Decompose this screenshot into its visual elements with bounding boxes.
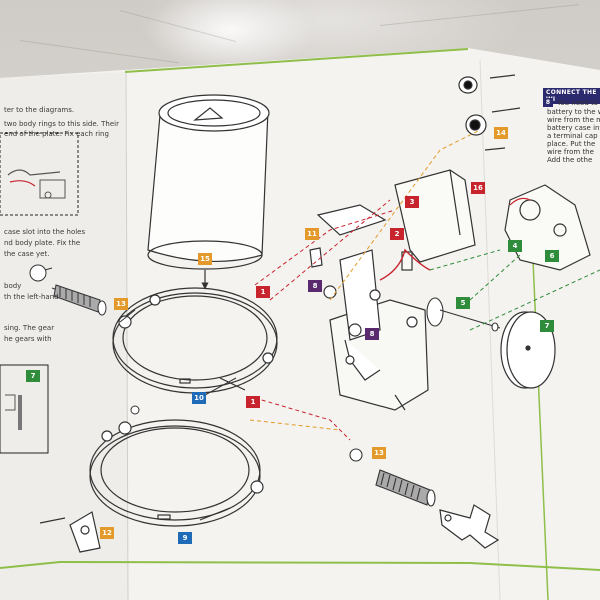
drive-shaft [426, 297, 501, 332]
part-badge-bolt-left: 13 [114, 298, 128, 310]
part-badge-can: 15 [198, 253, 212, 265]
fold-line-right [479, 59, 501, 600]
gear-housing [504, 184, 591, 271]
part-badge-green-six: 6 [545, 250, 559, 262]
right-text-line: battery case inf [547, 124, 600, 132]
part-badge-ring-bottom: 9 [178, 532, 192, 544]
left-text-line: body [4, 282, 22, 290]
right-text-line: wire from the m [547, 116, 600, 124]
can-body [147, 94, 270, 270]
part-badge-arm: 11 [305, 228, 319, 240]
gearbox-mechanism [309, 204, 429, 411]
left-text-line: th the left-hand [4, 293, 59, 301]
part-badge-red-two: 2 [390, 228, 404, 240]
eye-pieces [458, 74, 521, 151]
part-badge-green-four: 4 [508, 240, 522, 252]
left-text-line: end of the plate. Fix each ring [4, 130, 109, 138]
step-badge: 8 [543, 98, 553, 107]
part-badge-green-five: 5 [456, 297, 470, 309]
left-inset-diagram-bottom [0, 364, 49, 454]
left-text-line: he gears with [4, 335, 52, 343]
right-text-line: battery to the wi [547, 108, 600, 116]
part-badge-purple-eight: 8 [308, 280, 322, 292]
green-border-top [124, 48, 469, 73]
left-text-line: sing. The gear [4, 324, 55, 332]
bolt-left [29, 264, 107, 316]
green-border-bottom [59, 561, 600, 571]
part-badge-ring-top: 10 [192, 392, 206, 404]
left-text-line: case slot into the holes [4, 228, 86, 236]
part-badge-red-one: 1 [246, 396, 260, 408]
left-text-line: ter to the diagrams. [4, 106, 75, 114]
battery-case [394, 169, 476, 271]
part-badge-bracket: 12 [100, 527, 114, 539]
bracket-part [39, 511, 101, 553]
part-badge-purple-eight: 8 [365, 328, 379, 340]
guide-lines [249, 129, 600, 441]
wheel-disc [500, 311, 556, 389]
right-text-line: wire from the [547, 148, 594, 156]
part-badge-eyes: 14 [494, 127, 508, 139]
left-text-line: nd body plate. Fix the [4, 239, 81, 247]
part-badge-red-three: 3 [405, 196, 419, 208]
right-text-line: You need to [557, 99, 599, 107]
left-panel [0, 72, 128, 600]
screws-top [119, 309, 237, 415]
part-badge-red-one: 1 [256, 286, 270, 298]
body-ring-bottom [89, 419, 264, 527]
part-badge-green-seven: 7 [540, 320, 554, 332]
right-text-line: Add the othe [547, 156, 593, 164]
bolt-right [349, 448, 436, 507]
part-badge-green-seven-inset: 7 [26, 370, 40, 382]
left-text-line: the case yet. [4, 250, 50, 258]
part-badge-bolt-right: 13 [372, 447, 386, 459]
right-text-line: a terminal cap [547, 132, 598, 140]
left-text-line: two body rings to this side. Their [4, 120, 119, 128]
part-badge-motor: 16 [471, 182, 485, 194]
red-wire [379, 248, 431, 281]
wrench-tool [439, 504, 500, 549]
right-text-line: place. Put the [547, 140, 596, 148]
